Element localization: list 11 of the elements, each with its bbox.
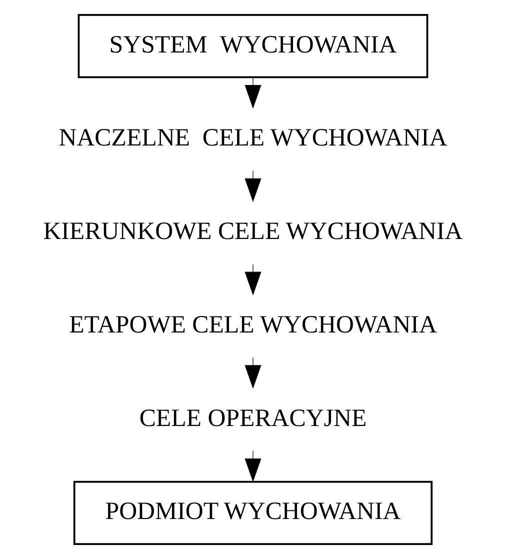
node-text: NACZELNE CELE WYCHOWANIA — [58, 124, 448, 152]
node-text: CELE OPERACYJNE — [139, 404, 367, 432]
node-box: SYSTEM WYCHOWANIA — [78, 14, 428, 78]
node-text: KIERUNKOWE CELE WYCHOWANIA — [43, 218, 463, 245]
arrow — [244, 450, 262, 482]
node-box: PODMIOT WYCHOWANIA — [73, 480, 433, 544]
arrow — [244, 264, 262, 295]
node-text: ETAPOWE CELE WYCHOWANIA — [69, 310, 437, 338]
arrow — [244, 76, 262, 108]
arrow — [244, 170, 262, 202]
arrow — [244, 356, 262, 388]
